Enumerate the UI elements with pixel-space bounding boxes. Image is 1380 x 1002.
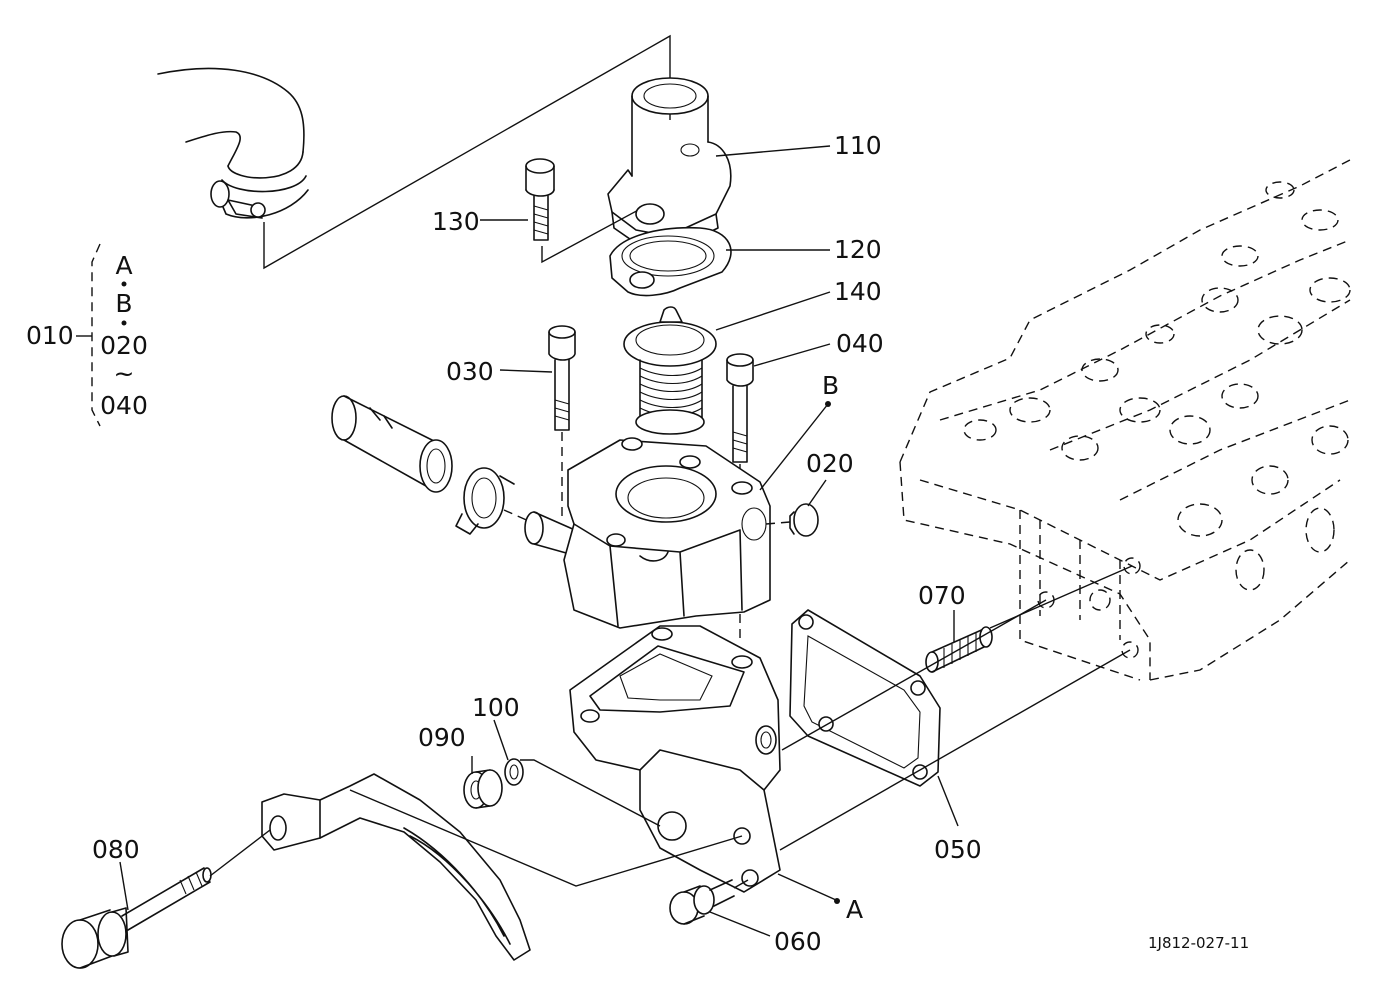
bypass-hose [331,395,585,559]
water-hose [157,67,309,219]
label-090: 090 [418,723,466,752]
thermostat-housing [563,437,771,629]
label-100: 100 [472,693,520,722]
kit-line-020: 020 [100,331,148,360]
kit-line-b: B [115,289,132,318]
ref-dot-a [834,898,840,904]
kit-dot-1 [121,281,127,287]
bolt-030 [548,325,576,520]
label-070: 070 [918,581,966,610]
label-ref-a: A [846,895,863,924]
washer-100 [504,758,661,827]
cylinder-head [899,159,1351,681]
label-130: 130 [432,207,480,236]
label-110: 110 [834,131,882,160]
bolt-060 [669,879,749,925]
label-020: 020 [806,449,854,478]
callout-leaders [119,145,959,937]
flange-gasket [789,609,941,787]
kit-dot-2 [121,320,127,326]
label-010: 010 [26,321,74,350]
thermostat-outlet [607,77,732,251]
bolt-130 [525,158,555,241]
plug-020 [765,503,819,537]
label-080: 080 [92,835,140,864]
label-050: 050 [934,835,982,864]
water-flange [569,625,781,893]
part-labels: 010 020 030 040 050 060 070 080 090 100 … [26,131,982,956]
drawing-code: 1J812-027-11 [1148,934,1249,952]
label-ref-b: B [822,371,839,400]
kit-line-tilde: ~ [114,359,135,388]
label-030: 030 [446,357,494,386]
label-120: 120 [834,235,882,264]
ref-dot-b [825,401,831,407]
bolt-080 [61,829,271,969]
washer-090 [463,769,503,809]
kit-bracket: A B 020 ~ 040 [76,243,148,427]
kit-line-a: A [115,251,132,280]
outlet-gasket [609,226,732,297]
flange-guide-lines [779,599,1131,851]
bolt-040 [726,353,754,640]
label-060: 060 [774,927,822,956]
thermostat [623,306,717,435]
label-040: 040 [836,329,884,358]
alternator-bracket [261,773,743,961]
label-140: 140 [834,277,882,306]
kit-line-040: 040 [100,391,148,420]
